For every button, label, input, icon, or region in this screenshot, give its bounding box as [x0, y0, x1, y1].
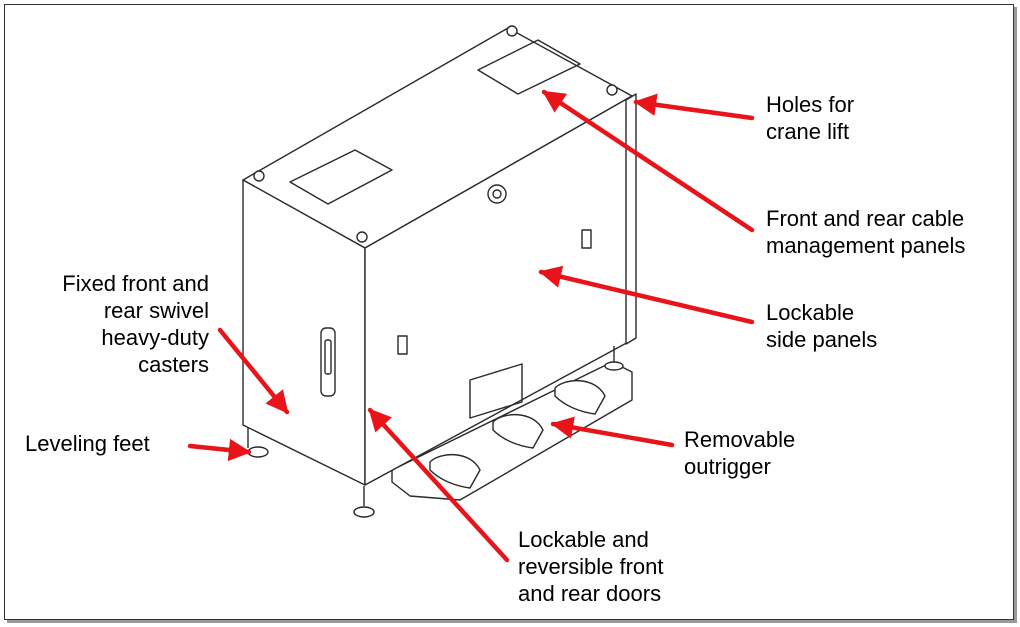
- label-leveling-feet: Leveling feet: [25, 430, 150, 457]
- label-holes-for-crane-lift: Holes for crane lift: [766, 91, 854, 145]
- label-line: Lockable and: [518, 527, 649, 552]
- label-line: Fixed front and: [62, 271, 209, 296]
- label-casters: Fixed front and rear swivel heavy-duty c…: [30, 270, 209, 378]
- label-line: Leveling feet: [25, 431, 150, 456]
- outrigger-cup-1: [429, 453, 481, 489]
- arrow-doors: [367, 407, 510, 563]
- label-line: reversible front: [518, 554, 664, 579]
- label-line: casters: [138, 352, 209, 377]
- arrow-outrigger: [550, 416, 675, 448]
- outrigger-cup-3: [554, 379, 606, 415]
- side-lock-2: [397, 335, 408, 355]
- label-line: and rear doors: [518, 581, 662, 606]
- top-cable-panel-1: [289, 149, 393, 205]
- label-line: management panels: [766, 233, 966, 258]
- rear-edge: [625, 93, 637, 345]
- arrow-leveling-feet: [187, 438, 252, 462]
- rack-cabinet-illustration: [242, 25, 637, 518]
- label-line: rear swivel: [103, 298, 209, 323]
- label-lockable-side-panels: Lockable side panels: [766, 299, 877, 353]
- label-line: heavy-duty: [101, 325, 209, 350]
- outrigger-cup-2: [492, 413, 544, 449]
- label-line: Removable: [684, 427, 796, 452]
- label-line: side panels: [766, 327, 878, 352]
- label-removable-outrigger: Removable outrigger: [684, 426, 795, 480]
- side-label-plate: [469, 363, 523, 419]
- label-line: Holes for: [766, 92, 855, 117]
- label-cable-management-panels: Front and rear cable management panels: [766, 205, 965, 259]
- label-line: Lockable: [766, 300, 855, 325]
- arrow-casters: [217, 327, 290, 415]
- arrow-holes-for-crane-lift: [633, 93, 755, 121]
- top-cable-panel-2: [477, 39, 581, 95]
- label-line: outrigger: [684, 454, 771, 479]
- arrow-side-panels: [538, 265, 755, 325]
- arrow-cable-management-panels: [541, 89, 755, 233]
- label-line: crane lift: [766, 119, 850, 144]
- label-line: Front and rear cable: [766, 206, 965, 231]
- label-lockable-doors: Lockable and reversible front and rear d…: [518, 526, 664, 607]
- side-lock-1: [581, 229, 592, 249]
